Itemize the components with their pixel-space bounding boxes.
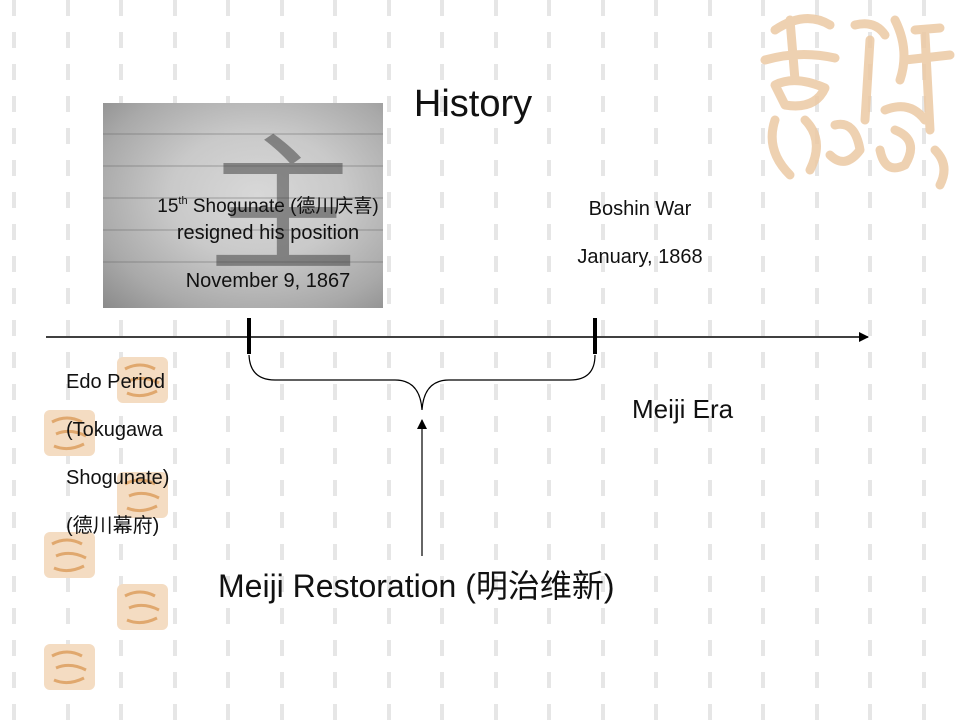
meiji-restoration-label: Meiji Restoration (明治维新): [218, 568, 615, 604]
background-dashed-line: [440, 0, 444, 720]
shogunate-ordinal: 15: [157, 196, 179, 217]
lantern-photo: 主: [103, 103, 383, 308]
meiji-restoration-brace: [248, 354, 596, 411]
shogunate-name: Shogunate (德川庆喜): [187, 196, 379, 217]
background-dashed-line: [226, 0, 230, 720]
edo-period-line2: (Tokugawa: [66, 419, 163, 441]
shogunate-event-date: November 9, 1867: [185, 270, 351, 292]
stamp-decoration: [117, 584, 168, 630]
shogunate-event-line1: 15th Shogunate (德川庆喜): [103, 188, 433, 220]
boshin-war-label: Boshin War: [588, 198, 692, 220]
background-dashed-line: [333, 0, 337, 720]
background-dashed-line: [173, 0, 177, 720]
background-dashed-line: [66, 0, 70, 720]
background-dashed-line: [654, 0, 658, 720]
background-dashed-line: [815, 0, 819, 720]
stamp-decoration: [117, 357, 168, 403]
stamp-decoration: [44, 644, 95, 690]
boshin-war-date: January, 1868: [577, 246, 703, 268]
background-dashed-line: [547, 0, 551, 720]
calligraphy-decoration: [760, 14, 955, 190]
background-dashed-line: [761, 0, 765, 720]
background-dashed-line: [280, 0, 284, 720]
edo-period-line1: Edo Period: [66, 371, 165, 393]
background-dashed-line: [601, 0, 605, 720]
stamp-decoration: [117, 472, 168, 518]
background-dashed-line: [12, 0, 16, 720]
background-dashed-line: [708, 0, 712, 720]
background-dashed-line: [922, 0, 926, 720]
edo-period-line4: (德川幕府): [66, 515, 160, 537]
meiji-era-label: Meiji Era: [632, 394, 734, 424]
stamp-decoration: [44, 532, 95, 578]
background-dashed-line: [387, 0, 391, 720]
background-dashed-line: [868, 0, 872, 720]
slide-title: History: [413, 83, 533, 125]
shogunate-ordinal-suffix: th: [178, 195, 188, 207]
stamp-decoration: [44, 410, 95, 456]
shogunate-event-line2: resigned his position: [176, 222, 360, 244]
background-dashed-line: [494, 0, 498, 720]
edo-period-line3: Shogunate): [66, 467, 170, 489]
